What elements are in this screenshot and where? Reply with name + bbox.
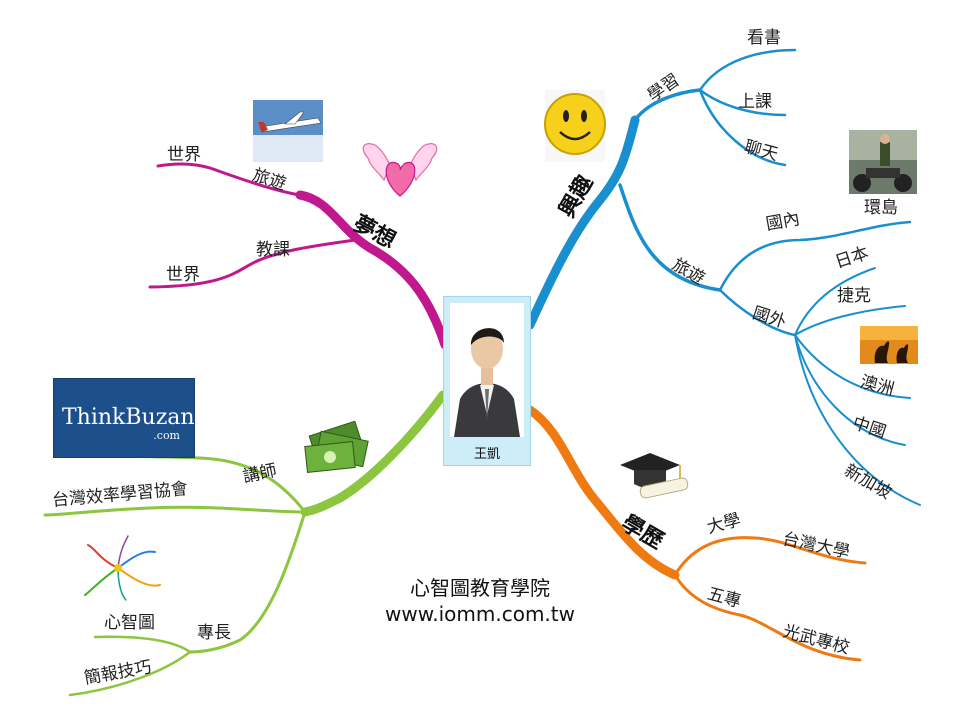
specialty-mindmap-label: 心智圖 [104,613,155,633]
expertise-specialty-label: 專長 [197,623,231,643]
kangaroo-sunset-picture [860,326,918,364]
money-stack-icon [304,420,369,473]
thinkbuzan-logo: ThinkBuzan .com [53,378,195,458]
center-profile-card: 王凱 [443,296,531,466]
interest-branch-lines [525,48,921,506]
expertise-branch-lines [43,390,448,697]
dream-teach-label: 教課 [256,240,290,260]
study-read-label: 看書 [747,28,781,48]
motorbike-photo [849,130,917,194]
footer-academy-name: 心智圖教育學院 [410,576,550,600]
education-branch-lines [525,405,867,662]
dream-travel-world-label: 世界 [167,145,201,165]
airplane-picture [253,100,323,162]
smiley-face-icon [544,90,606,162]
logo-main-text: ThinkBuzan [62,405,195,430]
mini-mind-map-thumbnail [84,535,161,601]
dream-branch-lines [148,162,450,350]
dream-teach-world-label: 世界 [166,265,200,285]
graduation-cap-icon [620,453,689,499]
abroad-czech-label: 捷克 [837,286,871,306]
center-name-label: 王凱 [473,447,500,462]
study-class-label: 上課 [738,92,772,112]
footer-website-url[interactable]: www.iomm.com.tw [385,602,575,626]
winged-heart-icon [362,143,438,197]
logo-sub-text: .com [153,429,180,442]
profile-photo [450,303,524,437]
domestic-island-label: 環島 [864,198,898,218]
